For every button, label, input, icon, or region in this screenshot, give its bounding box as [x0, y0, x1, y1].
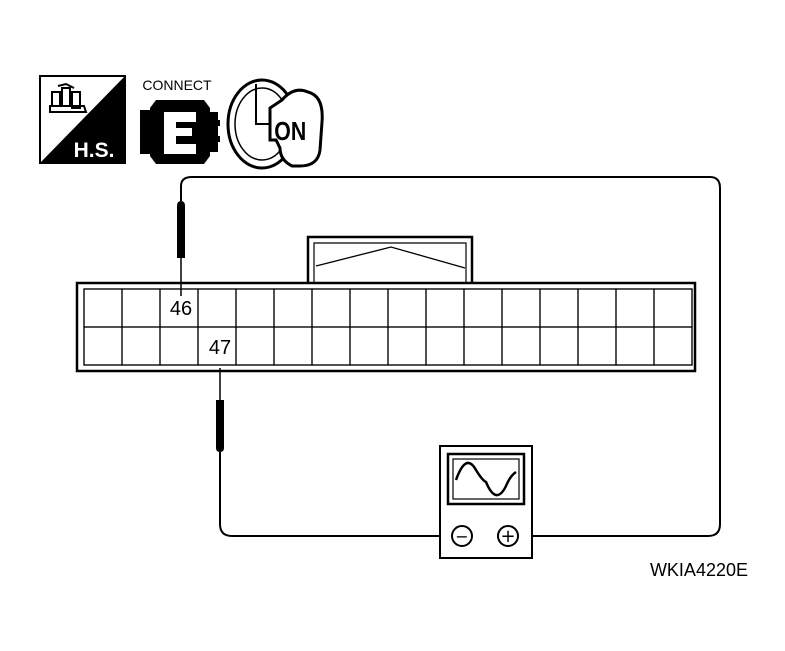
- connector-cavity: [83, 326, 123, 366]
- ignition-label: ON: [274, 117, 306, 147]
- harness-connector: [75, 235, 697, 373]
- wire-negative: [219, 452, 452, 537]
- connector-cavity: [653, 288, 693, 328]
- connector-cavity: [501, 326, 541, 366]
- connector-cavity: [159, 326, 199, 366]
- connector-cavity: [387, 288, 427, 328]
- connector-cavity: [577, 288, 617, 328]
- positive-terminal-label: +: [500, 526, 515, 547]
- connector-cavity: [425, 326, 465, 366]
- pin-47-label: 47: [209, 337, 231, 359]
- connector-cavity: [425, 288, 465, 328]
- connector-cavity: [311, 326, 351, 366]
- connector-cavity: [121, 288, 161, 328]
- connector-cavity: [197, 288, 237, 328]
- connector-icon: CONNECT: [140, 77, 220, 164]
- connector-cavity: [463, 288, 503, 328]
- connector-cavity: [387, 326, 427, 366]
- connector-cavity: [349, 326, 389, 366]
- wire-positive: [180, 176, 721, 537]
- connector-cavity: [539, 288, 579, 328]
- connector-cavity: [235, 288, 275, 328]
- connector-cavity: [501, 288, 541, 328]
- connector-cavity: [273, 326, 313, 366]
- connector-cavity: [615, 326, 655, 366]
- probe-47: [216, 368, 224, 452]
- connector-cavity: [539, 326, 579, 366]
- connector-cavity: [577, 326, 617, 366]
- connector-cavity: [121, 326, 161, 366]
- figure-id: WKIA4220E: [650, 560, 748, 580]
- connector-cavity: [615, 288, 655, 328]
- connector-cavity: [235, 326, 275, 366]
- connector-cavity: [273, 288, 313, 328]
- connector-cells: [83, 288, 693, 366]
- probe-46: [177, 201, 185, 296]
- connector-cavity: [349, 288, 389, 328]
- connector-cavity: [311, 288, 351, 328]
- hand-tester-icon: H.S.: [39, 75, 126, 164]
- connect-label: CONNECT: [142, 77, 212, 93]
- connector-cavity: [83, 288, 123, 328]
- negative-terminal-label: −: [455, 527, 468, 546]
- oscilloscope: − +: [439, 445, 533, 559]
- pin-46-label: 46: [170, 298, 192, 320]
- ignition-key-icon: ON: [226, 78, 324, 170]
- connector-cavity: [463, 326, 503, 366]
- sine-wave-icon: [454, 461, 517, 497]
- connector-cavity: [653, 326, 693, 366]
- hs-label: H.S.: [74, 139, 115, 162]
